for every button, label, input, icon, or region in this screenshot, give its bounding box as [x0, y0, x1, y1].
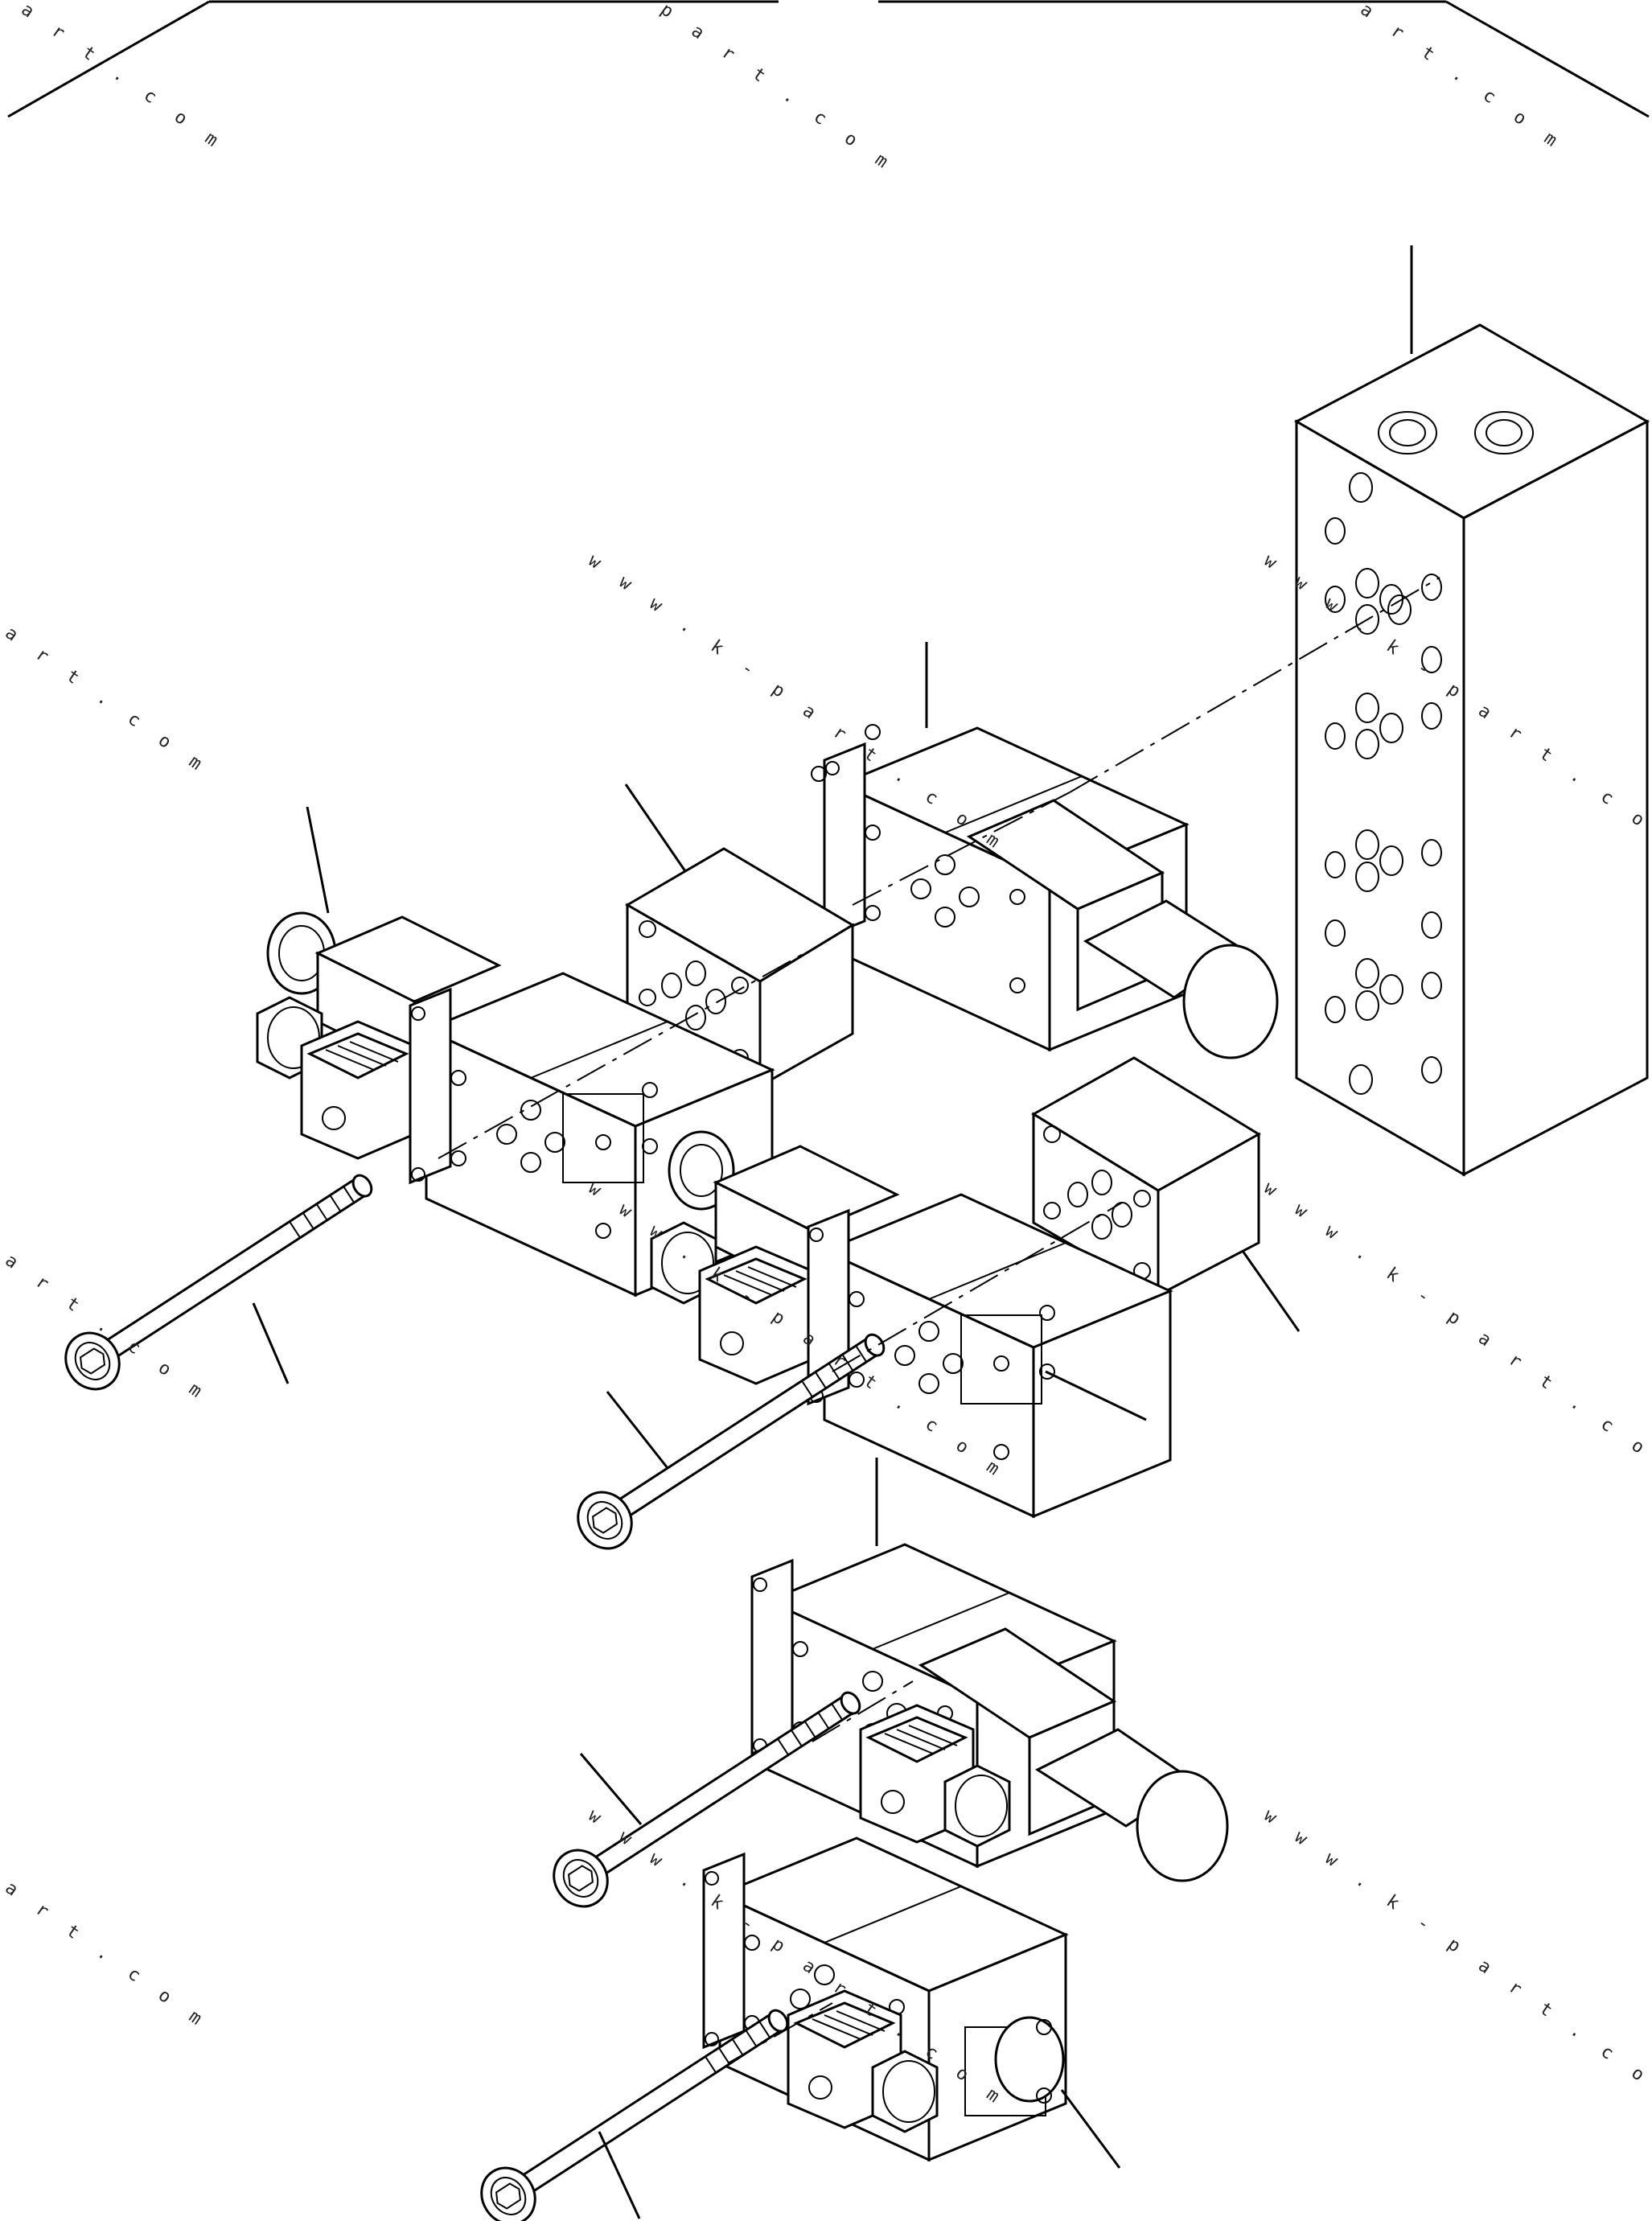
title-frame — [7, 0, 1650, 118]
solenoid-valve-middle[interactable] — [650, 1130, 1172, 1518]
watermark-bottom-left: a r t . c o m — [2, 1878, 212, 2034]
assembly-centerlines — [438, 577, 1440, 2064]
spacer-block-top[interactable] — [624, 784, 855, 1088]
solenoid-valve-left[interactable] — [256, 806, 774, 1297]
watermark-mid-left: a r t . c o m — [2, 623, 212, 779]
socket-bolt-2[interactable] — [566, 1315, 898, 1561]
watermark-low-right: w w w . k - p a r t . c o m — [1260, 1178, 1652, 1483]
socket-bolt-1[interactable] — [54, 1156, 386, 1401]
manifold-port-1 — [1378, 411, 1437, 454]
manifold-port-2 — [1474, 411, 1534, 454]
manifold-block[interactable] — [1293, 245, 1650, 1177]
watermark-mid-center: w w w . k - p a r t . c o m — [585, 550, 1009, 856]
watermark-bottom-right: w w w . k - p a r t . c o m — [1260, 1805, 1652, 2111]
socket-bolt-3[interactable] — [542, 1673, 874, 1919]
watermark-top-left: a r t . c o m — [18, 0, 228, 155]
solenoid-valve-top-right[interactable] — [811, 642, 1279, 1059]
spacer-block-right[interactable] — [1031, 1056, 1301, 1332]
watermark-top-right: a r t . c o m — [1357, 0, 1568, 155]
watermark-top-mid: p a r t . c o m — [657, 0, 898, 177]
socket-bolt-4[interactable] — [470, 1991, 802, 2221]
solenoid-valve-lower-1[interactable] — [750, 1458, 1229, 1882]
solenoid-valve-lower-2[interactable] — [702, 1836, 1121, 2169]
